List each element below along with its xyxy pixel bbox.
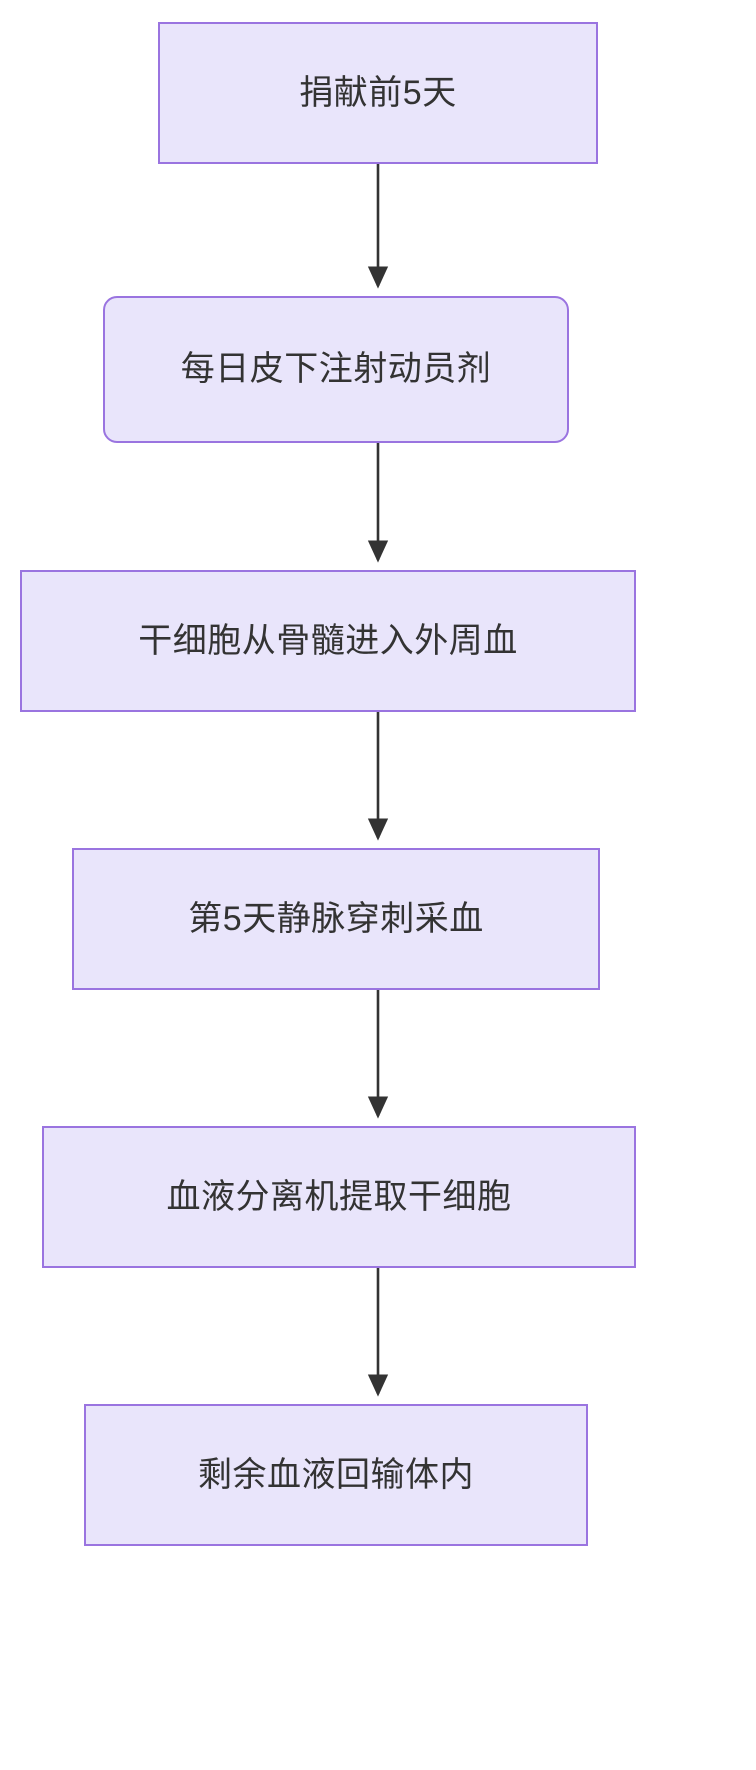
- flow-node-apheresis-machine-extraction[interactable]: 血液分离机提取干细胞: [42, 1126, 636, 1268]
- flow-node-label: 剩余血液回输体内: [198, 1455, 474, 1494]
- flow-node-remaining-blood-returned[interactable]: 剩余血液回输体内: [84, 1404, 588, 1546]
- flow-node-stem-cells-enter-peripheral-blood[interactable]: 干细胞从骨髓进入外周血: [20, 570, 636, 712]
- flow-node-label: 干细胞从骨髓进入外周血: [138, 621, 518, 660]
- flow-node-daily-subcutaneous-injection[interactable]: 每日皮下注射动员剂: [103, 296, 569, 443]
- flow-node-label: 血液分离机提取干细胞: [166, 1177, 512, 1216]
- flow-node-label: 每日皮下注射动员剂: [180, 350, 492, 389]
- flow-node-label: 第5天静脉穿刺采血: [188, 899, 484, 938]
- flow-node-day-5-venipuncture-collection[interactable]: 第5天静脉穿刺采血: [72, 848, 600, 990]
- flow-node-donation-day-minus-5[interactable]: 捐献前5天: [158, 22, 598, 164]
- flow-node-label: 捐献前5天: [299, 73, 457, 112]
